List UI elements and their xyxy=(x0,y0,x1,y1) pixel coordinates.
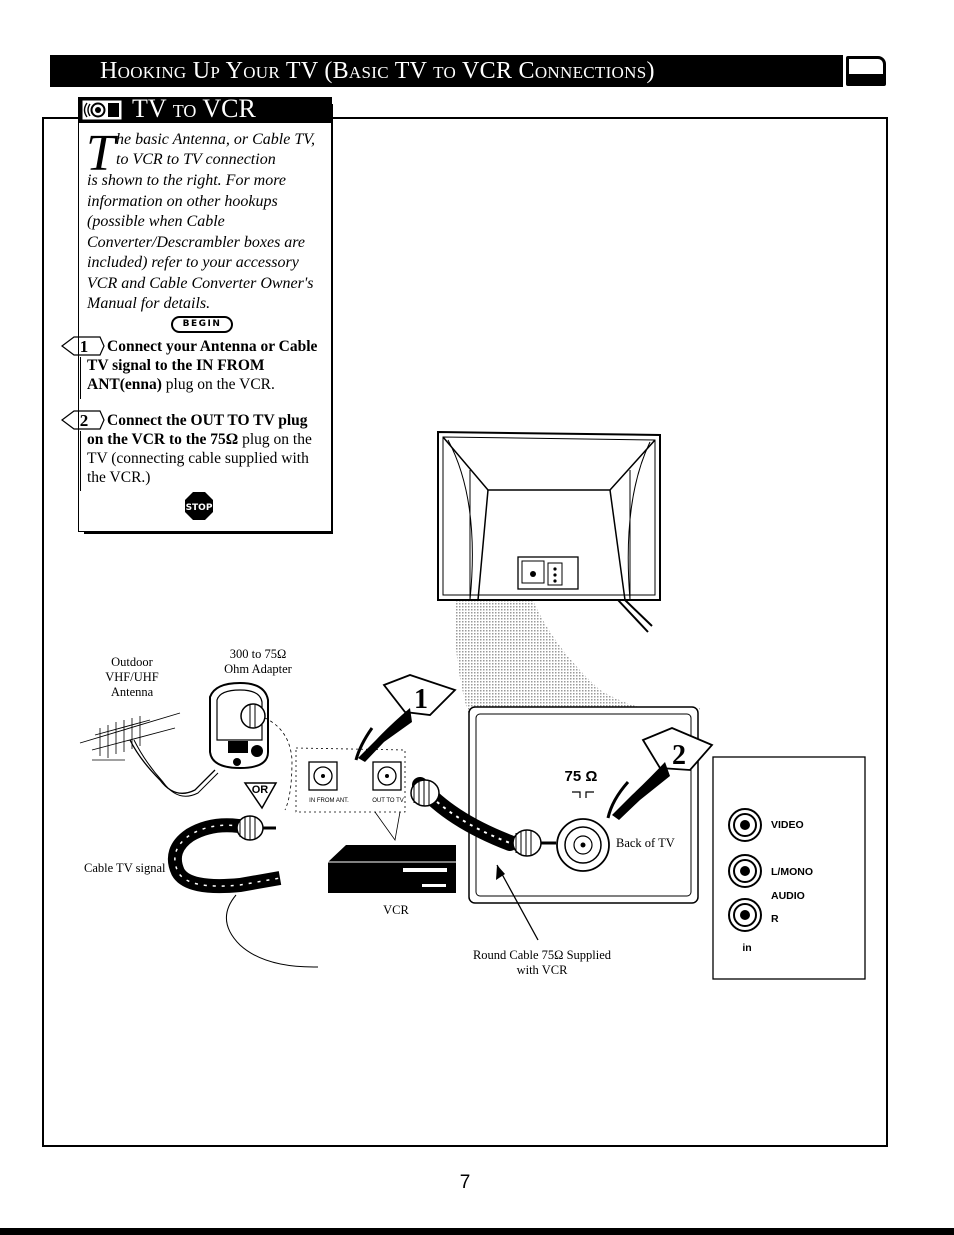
section-title: TV to VCR xyxy=(132,94,256,123)
cable-connector-vcr xyxy=(410,779,440,807)
tv-screen-icon-base xyxy=(849,74,883,84)
out-to-tv-jack xyxy=(377,766,397,786)
step-2-text: Connect the OUT TO TV plug on the VCR to… xyxy=(87,411,327,487)
out-to-tv-label: OUT TO TV xyxy=(372,798,404,804)
step-2-marker-number: 2 xyxy=(672,740,686,771)
r-jack-label: R xyxy=(771,913,779,925)
step-2-normal: plug on the TV (connecting cable supplie… xyxy=(87,431,312,486)
step-1-bold: Connect your Antenna or Cable TV signal … xyxy=(87,338,318,393)
instruction-panel xyxy=(78,97,332,532)
vcr-label: VCR xyxy=(383,903,409,917)
back-of-tv-label: Back of TV xyxy=(616,836,675,850)
round-cable-label: Round Cable 75Ω Supplied with VCR xyxy=(472,948,612,977)
75-ohm-symbol xyxy=(572,791,594,798)
or-label: OR xyxy=(252,784,269,796)
cable-tv-signal-label: Cable TV signal xyxy=(84,861,166,875)
step-1-marker: 1 xyxy=(61,336,105,356)
vcr-illustration xyxy=(328,845,456,893)
audio-jack-label: AUDIO xyxy=(771,890,805,902)
begin-badge: BEGIN xyxy=(171,316,233,333)
l-mono-jack-label: L/MONO xyxy=(771,866,813,878)
cable-tv-cable xyxy=(168,818,282,894)
intro-text: is shown to the right. For more informat… xyxy=(87,172,314,312)
stop-sign-icon: STOP xyxy=(185,492,213,520)
audio-right-jack xyxy=(728,898,762,932)
audio-left-jack xyxy=(728,854,762,888)
antenna-illustration xyxy=(79,712,219,797)
75-ohm-label: 75 Ω xyxy=(564,768,598,785)
cable-tv-connector xyxy=(236,815,276,841)
step-rule xyxy=(80,431,81,491)
or-badge xyxy=(243,782,278,810)
bottom-rule xyxy=(0,1228,954,1235)
zoom-beam xyxy=(454,573,700,747)
in-jack-label: in xyxy=(742,942,752,954)
adapter-label: 300 to 75Ω Ohm Adapter xyxy=(224,647,292,676)
cable-connector-tv xyxy=(512,829,556,857)
step-1-number: 1 xyxy=(80,337,89,356)
stop-label: STOP xyxy=(186,503,213,513)
step-1-marker-number: 1 xyxy=(414,684,428,715)
step-1-callout: 1 xyxy=(354,674,457,762)
tv-rear-illustration xyxy=(437,430,661,633)
antenna-label: Outdoor VHF/UHF Antenna xyxy=(105,655,159,699)
video-jack-label: VIDEO xyxy=(771,819,804,831)
in-from-ant-jack xyxy=(313,766,333,786)
intro-text-first: he basic Antenna, or Cable TV, to VCR to… xyxy=(116,131,315,168)
adapter-illustration xyxy=(209,681,293,811)
tv-vcr-icon xyxy=(82,100,122,120)
step-2-bold: Connect the OUT TO TV plug on the VCR to… xyxy=(87,412,308,448)
page-title: Hooking Up Your TV (Basic TV to VCR Conn… xyxy=(100,58,655,84)
video-jack xyxy=(728,808,762,842)
step-2-marker: 2 xyxy=(61,410,105,430)
step-2-callout: 2 xyxy=(606,727,714,820)
content-frame xyxy=(42,117,888,1147)
step-1-text: Connect your Antenna or Cable TV signal … xyxy=(87,337,327,394)
step-1-normal: plug on the VCR. xyxy=(161,376,275,393)
step-2-number: 2 xyxy=(80,411,89,430)
in-from-ant-label: IN FROM ANT. xyxy=(309,798,349,804)
intro-dropcap: T xyxy=(86,125,115,182)
page-number: 7 xyxy=(459,1172,471,1193)
step-rule xyxy=(80,357,81,399)
header-bar xyxy=(50,55,843,87)
